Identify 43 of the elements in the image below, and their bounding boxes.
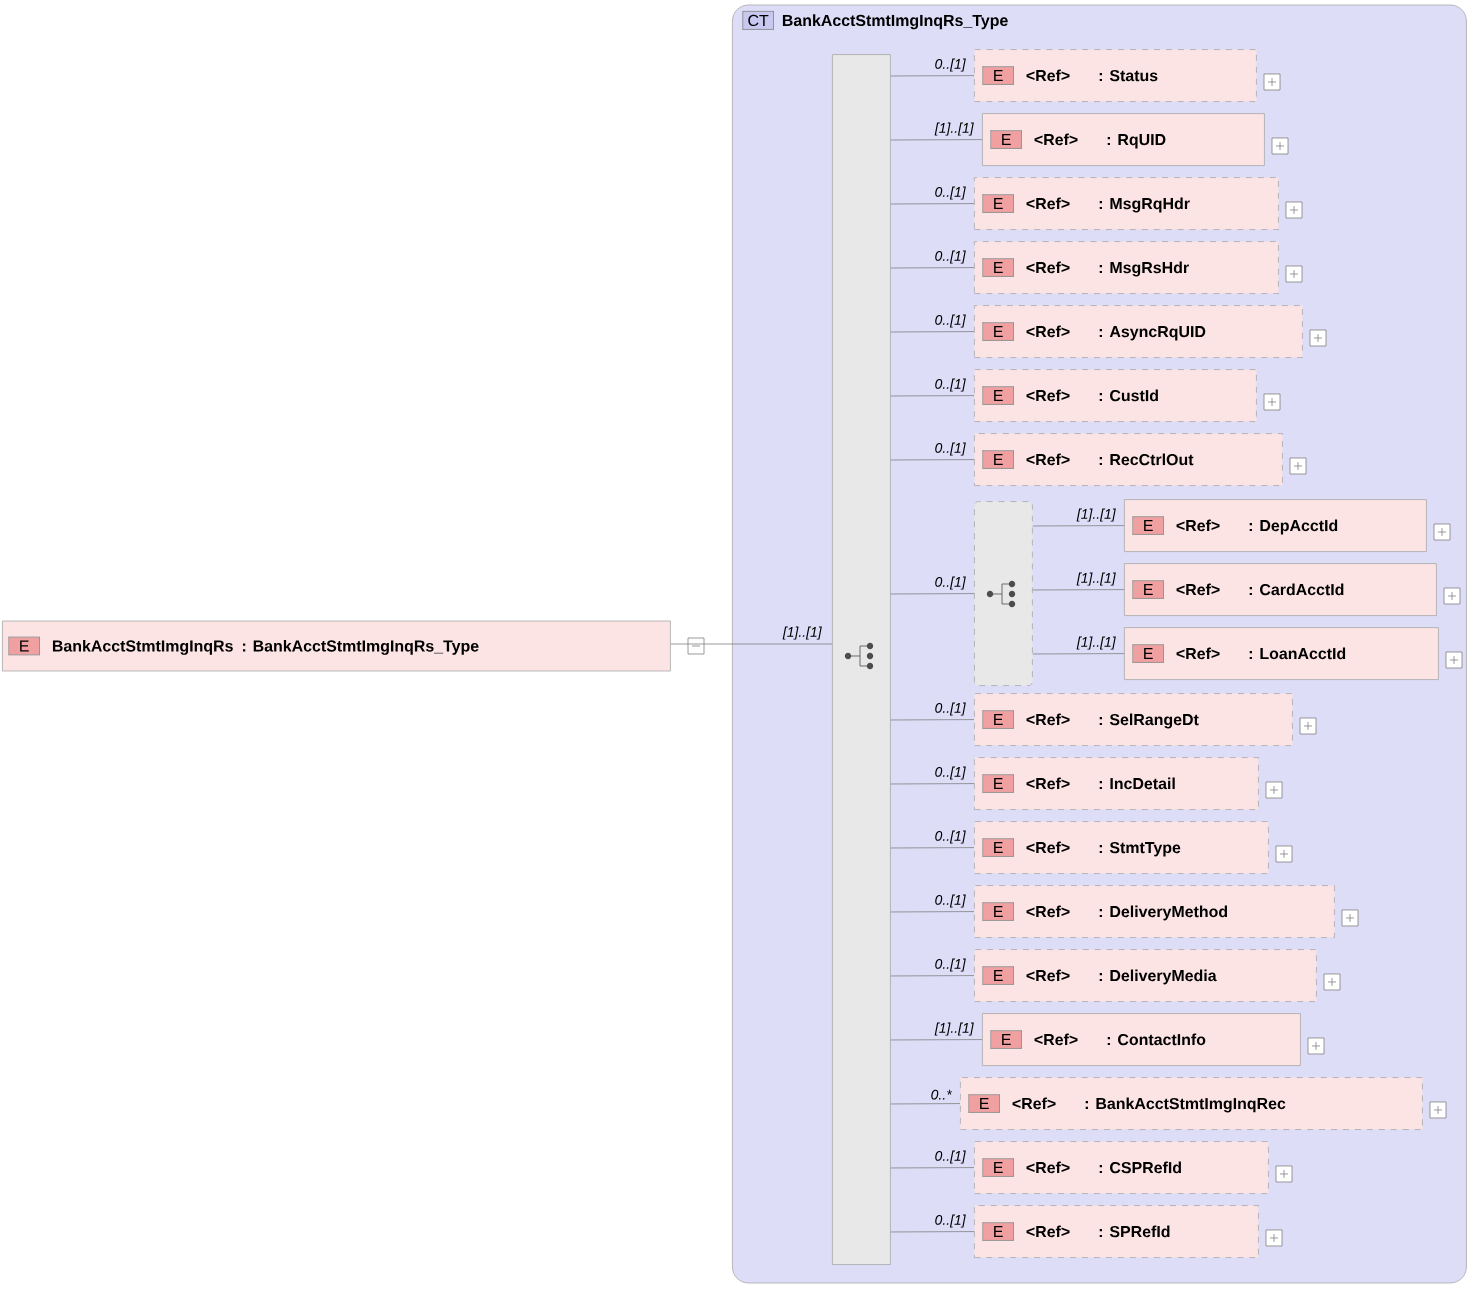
connector — [890, 719, 975, 721]
element-box — [974, 757, 1259, 810]
element-box — [974, 177, 1279, 230]
element-box — [974, 821, 1269, 874]
connector — [890, 1039, 983, 1041]
connector — [890, 911, 975, 913]
element-box — [1124, 563, 1437, 616]
element-box — [982, 113, 1265, 166]
element-box — [974, 241, 1279, 294]
connector — [890, 1167, 975, 1169]
sequence-bar — [832, 54, 891, 1265]
element-box — [974, 1205, 1259, 1258]
connector — [890, 593, 975, 595]
connector — [1032, 589, 1125, 591]
choice-box — [974, 501, 1033, 686]
connector — [1032, 525, 1125, 527]
connector — [890, 395, 975, 397]
element-box — [974, 885, 1335, 938]
connector — [890, 75, 975, 77]
connector — [890, 1231, 975, 1233]
element-box — [974, 305, 1303, 358]
element-box — [974, 1141, 1269, 1194]
connector — [890, 139, 983, 141]
connector — [890, 267, 975, 269]
element-box — [974, 369, 1257, 422]
element-box — [1124, 627, 1439, 680]
element-box — [974, 693, 1293, 746]
element-box — [974, 949, 1317, 1002]
connector — [1032, 653, 1125, 655]
connector — [890, 975, 975, 977]
connector — [670, 643, 833, 645]
connector — [890, 331, 975, 333]
connector — [890, 847, 975, 849]
element-box — [974, 49, 1257, 102]
connector — [890, 203, 975, 205]
element-box — [982, 1013, 1301, 1066]
connector — [890, 1103, 961, 1105]
element-box — [960, 1077, 1423, 1130]
element-box — [2, 620, 671, 672]
connector — [890, 783, 975, 785]
element-box — [1124, 499, 1427, 552]
element-box — [974, 433, 1283, 486]
connector — [890, 459, 975, 461]
